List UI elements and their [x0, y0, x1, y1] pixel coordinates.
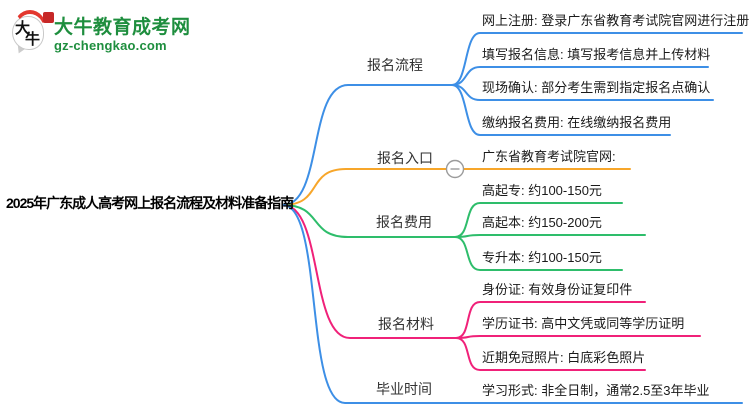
- branch-connector: [451, 66, 709, 86]
- logo-char-da: 大: [15, 20, 31, 37]
- leaf-node[interactable]: 高起本: 约150-200元: [482, 215, 602, 230]
- leaf-node[interactable]: 缴纳报名费用: 在线缴纳报名费用: [482, 115, 672, 130]
- branch-connector: [454, 234, 646, 238]
- branch-connector: [282, 84, 453, 206]
- site-domain: gz-chengkao.com: [54, 38, 167, 53]
- daniu-bubble-icon: 大 牛: [12, 10, 54, 56]
- leaf-node[interactable]: 填写报名信息: 填写报考信息并上传材料: [482, 47, 711, 62]
- branch-label[interactable]: 报名材料: [378, 316, 434, 332]
- branch-connector: [455, 337, 646, 371]
- branch-connector: [282, 168, 447, 206]
- leaf-node[interactable]: 专升本: 约100-150元: [482, 250, 602, 265]
- site-name: 大牛教育成考网: [54, 17, 191, 38]
- branch-connector: [282, 204, 457, 339]
- leaf-node[interactable]: 网上注册: 登录广东省教育考试院官网进行注册: [482, 13, 750, 28]
- branch-connector: [454, 236, 623, 271]
- branch-connector: [282, 204, 743, 404]
- logo-char-niu: 牛: [25, 31, 41, 48]
- logo-red-arc: [13, 10, 47, 30]
- branch-label[interactable]: 报名入口: [377, 150, 433, 166]
- branch-connector: [455, 335, 701, 339]
- collapse-toggle-icon[interactable]: [445, 159, 465, 179]
- branch-connector: [455, 301, 646, 339]
- branch-label[interactable]: 报名流程: [367, 57, 423, 73]
- leaf-node[interactable]: 广东省教育考试院官网:: [482, 149, 616, 164]
- leaf-node[interactable]: 身份证: 有效身份证复印件: [482, 282, 633, 297]
- leaf-node[interactable]: 高起专: 约100-150元: [482, 183, 602, 198]
- root-topic[interactable]: 2025年广东成人高考网上报名流程及材料准备指南: [6, 195, 294, 211]
- leaf-node[interactable]: 学习形式: 非全日制，通常2.5至3年毕业: [482, 383, 710, 398]
- leaf-node[interactable]: 近期免冠照片: 白底彩色照片: [482, 350, 646, 365]
- branch-connector: [451, 32, 743, 86]
- branch-label[interactable]: 毕业时间: [376, 381, 432, 397]
- logo-text-block: 大牛教育成考网 gz-chengkao.com: [54, 12, 191, 54]
- logo-red-seal-icon: [43, 12, 54, 23]
- branch-connector: [282, 204, 456, 238]
- site-logo[interactable]: 大 牛 大牛教育成考网 gz-chengkao.com: [12, 10, 191, 56]
- branch-label[interactable]: 报名费用: [376, 214, 432, 230]
- branch-connector: [454, 202, 623, 238]
- leaf-node[interactable]: 学历证书: 高中文凭或同等学历证明: [482, 316, 685, 331]
- branch-connector: [451, 84, 671, 136]
- leaf-node[interactable]: 现场确认: 部分考生需到指定报名点确认: [482, 80, 711, 95]
